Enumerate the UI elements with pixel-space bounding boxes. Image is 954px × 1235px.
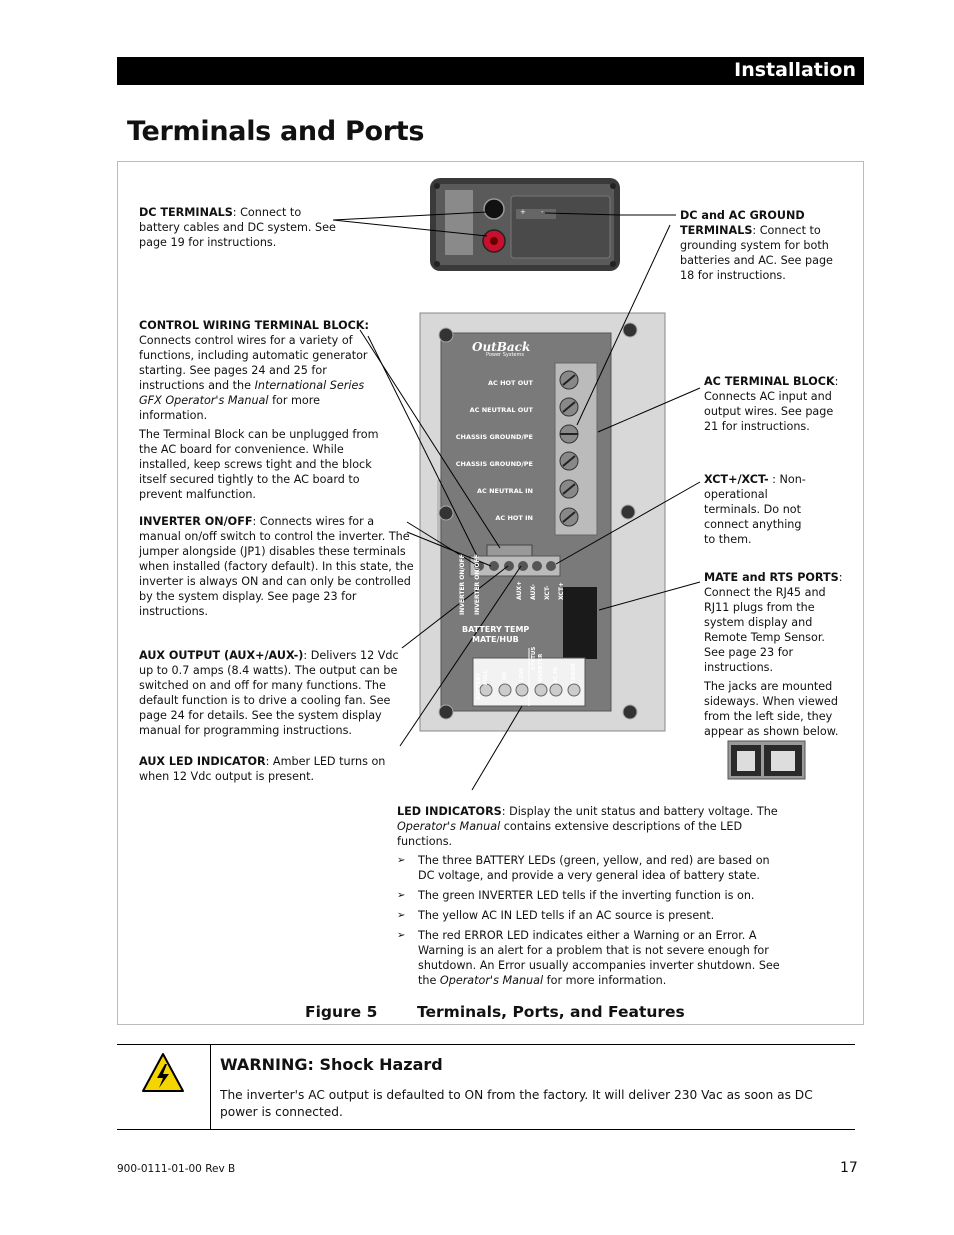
callout-led-indicators-italic: Operator's Manual [397,820,501,833]
led-indicators-list: The three BATTERY LEDs (green, yellow, a… [397,853,782,988]
list-item: The yellow AC IN LED tells if an AC sour… [397,908,782,923]
callout-dc-terminals-label: DC TERMINALS [139,206,233,219]
terminal-label-xct-minus: XCT- [544,585,551,600]
board-logo: OutBack [472,340,531,354]
callout-inverter-onoff-text: : Connects wires for a manual on/off swi… [139,515,414,618]
callout-xct-label: XCT+/XCT- [704,473,769,486]
callout-dc-ac-ground: DC and AC GROUND TERMINALS: Connect to g… [680,208,845,283]
callout-ac-terminal-block-text: : Connects AC input and output wires. Se… [704,375,839,433]
callout-ac-terminal-block-label: AC TERMINAL BLOCK [704,375,835,388]
warning-divider [210,1044,211,1130]
led-group-battery-label: BATTERY [476,672,482,700]
callout-led-indicators: LED INDICATORS: Display the unit status … [397,804,782,993]
list-item-tail: for more information. [543,974,667,987]
led-label-full: FULL [483,669,489,685]
figure-caption: Figure 5 Terminals, Ports, and Features [305,1003,685,1021]
callout-control-wiring-label: CONTROL WIRING TERMINAL BLOCK: [139,319,369,332]
ac-label-hot-out: AC HOT OUT [488,379,533,387]
callout-aux-led: AUX LED INDICATOR: Amber LED turns on wh… [139,754,409,784]
footer-doc-number: 900-0111-01-00 Rev B [117,1163,236,1175]
callout-control-wiring-text1: Connects control wires for a variety of … [139,334,368,392]
leader-lines [332,211,701,791]
terminal-label-xct-plus: XCT+ [558,582,565,600]
led-label-ac-in: AC IN [553,667,559,684]
terminal-label-aux-minus: AUX- [530,584,537,600]
led-label-low: LOW [519,667,525,682]
warning-box [117,1044,855,1130]
sideways-jacks-illustration [727,740,806,780]
page-title: Terminals and Ports [127,116,425,147]
callout-xct-text: : Non-operational terminals. Do not conn… [704,473,806,546]
led-label-error: ERROR [571,662,577,684]
led-label-inverter: INVERTER [538,653,544,684]
callout-aux-led-text: : Amber LED turns on when 12 Vdc output … [139,755,386,783]
led-label-ok: OK [502,671,508,680]
callout-ac-terminal-block: AC TERMINAL BLOCK: Connects AC input and… [704,374,849,434]
board-logo-sub: Power Systems [486,352,524,358]
callout-dc-ac-ground-label: DC and AC GROUND TERMINALS [680,209,805,237]
callout-led-indicators-label: LED INDICATORS [397,805,502,818]
list-item: The green INVERTER LED tells if the inve… [397,888,782,903]
list-item-text: The yellow AC IN LED tells if an AC sour… [418,909,715,922]
callout-mate-rts-para2: The jacks are mounted sideways. When vie… [704,680,839,738]
warning-title: WARNING: Shock Hazard [220,1055,443,1074]
callout-control-wiring: CONTROL WIRING TERMINAL BLOCK: Connects … [139,318,389,502]
list-item-text: The three BATTERY LEDs (green, yellow, a… [418,854,770,882]
callout-dc-terminals: DC TERMINALS: Connect to battery cables … [139,205,344,250]
port-label-battery-temp: BATTERY TEMP [462,625,530,634]
callout-aux-output: AUX OUTPUT (AUX+/AUX-): Delivers 12 Vdc … [139,648,404,738]
list-item-text: The red ERROR LED indicates either a War… [418,929,780,987]
callout-mate-rts-text: : Connect the RJ45 and RJ11 plugs from t… [704,571,843,674]
list-item-italic: Operator's Manual [439,974,544,987]
ac-label-hot-in: AC HOT IN [495,514,533,522]
figure-title: Terminals, Ports, and Features [417,1003,685,1021]
callout-control-wiring-para2: The Terminal Block can be unplugged from… [139,428,379,501]
terminal-label-aux-plus: AUX+ [516,581,523,600]
control-terminal-screws [474,561,556,571]
list-item: The red ERROR LED indicates either a War… [397,928,782,988]
ac-label-neutral-out: AC NEUTRAL OUT [469,406,533,414]
port-label-mate-hub: MATE/HUB [472,635,519,644]
section-header-title: Installation [734,59,856,81]
section-header-bar: Installation [117,57,864,85]
ac-label-neutral-in: AC NEUTRAL IN [477,487,533,495]
callout-mate-rts-label: MATE and RTS PORTS [704,571,839,584]
dc-unit-illustration [430,178,620,271]
ac-board-illustration [419,312,666,732]
callout-control-wiring-italic: International Series GFX Operator's Manu… [139,379,365,407]
ac-label-ground-1: CHASSIS GROUND/PE [455,433,533,441]
callout-led-indicators-text2: contains extensive descriptions of the L… [397,820,743,848]
ac-label-ground-2: CHASSIS GROUND/PE [455,460,533,468]
list-item: The three BATTERY LEDs (green, yellow, a… [397,853,782,883]
ac-terminal-screws [559,370,579,527]
led-group-status-label: STATUS [531,646,537,670]
lightning-warning-icon [142,1053,184,1092]
dc-label-minus: - [541,208,544,216]
footer-page-number: 17 [840,1160,858,1176]
callout-inverter-onoff: INVERTER ON/OFF: Connects wires for a ma… [139,514,414,619]
callout-aux-led-label: AUX LED INDICATOR [139,755,266,768]
callout-aux-output-text: : Delivers 12 Vdc up to 0.7 amps (8.4 wa… [139,649,399,737]
dc-label-plus: + [520,208,526,216]
callout-dc-ac-ground-text: : Connect to grounding system for both b… [680,224,833,282]
terminal-label-inverter-2: INVERTER ON/OFF [474,554,481,615]
callout-aux-output-label: AUX OUTPUT (AUX+/AUX-) [139,649,304,662]
callout-control-wiring-text2: for more information. [139,394,320,422]
callout-xct: XCT+/XCT- : Non-operational terminals. D… [704,472,814,547]
figure-number: Figure 5 [305,1003,378,1021]
warning-body: The inverter's AC output is defaulted to… [220,1088,813,1119]
terminal-label-inverter-1: INVERTER ON/OFF [459,554,466,615]
list-item-text: The green INVERTER LED tells if the inve… [418,889,755,902]
callout-inverter-onoff-label: INVERTER ON/OFF [139,515,253,528]
figure-frame [117,161,864,1025]
callout-mate-rts: MATE and RTS PORTS: Connect the RJ45 and… [704,570,849,739]
callout-dc-terminals-text: : Connect to battery cables and DC syste… [139,206,336,249]
callout-led-indicators-text1: : Display the unit status and battery vo… [501,805,778,818]
